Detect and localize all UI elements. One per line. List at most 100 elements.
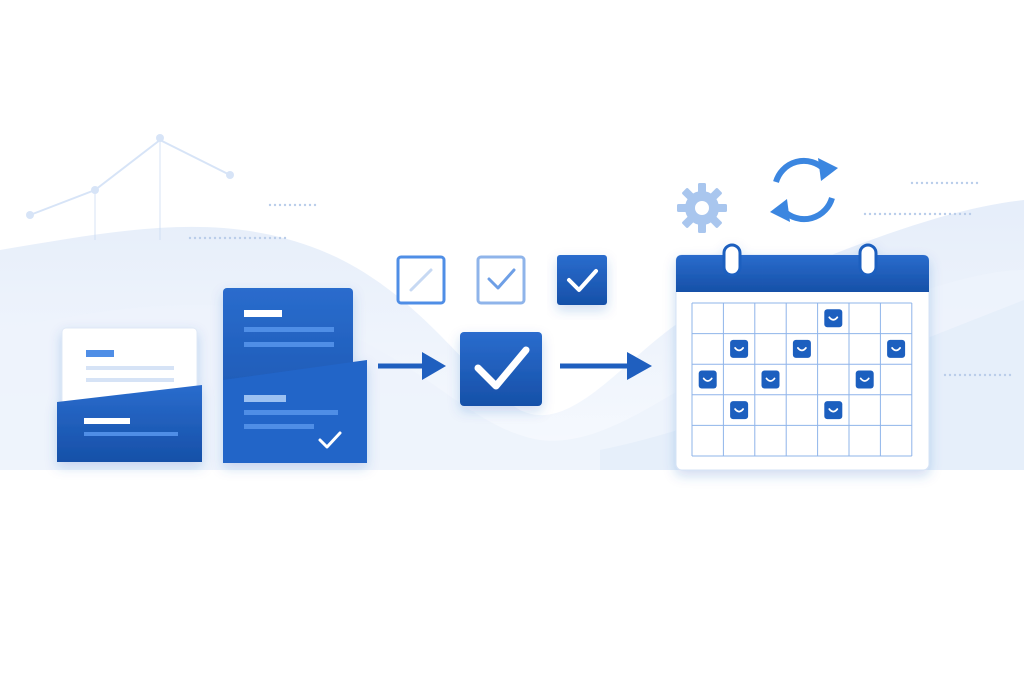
calendar-grid bbox=[691, 302, 913, 457]
decor-dot bbox=[973, 373, 977, 377]
decor-dot bbox=[925, 181, 929, 185]
decor-dot bbox=[273, 203, 277, 207]
decor-dot bbox=[268, 236, 272, 240]
decor-dot bbox=[943, 212, 947, 216]
decor-dot bbox=[888, 212, 892, 216]
gear-tooth bbox=[717, 204, 727, 212]
calendar-event-badge bbox=[730, 401, 749, 420]
decor-dot bbox=[963, 212, 967, 216]
decor-dot bbox=[313, 203, 317, 207]
decor-dot bbox=[910, 181, 914, 185]
decor-dot bbox=[268, 203, 272, 207]
decor-dot bbox=[893, 212, 897, 216]
calendar-ring-left bbox=[722, 243, 742, 277]
decor-dot bbox=[228, 236, 232, 240]
decor-dot bbox=[953, 212, 957, 216]
decor-dot bbox=[948, 212, 952, 216]
decor-dot bbox=[970, 181, 974, 185]
checkbox-checked-icon bbox=[557, 255, 607, 305]
decor-dot bbox=[253, 236, 257, 240]
document-stack-left bbox=[57, 327, 202, 462]
decor-dot bbox=[303, 203, 307, 207]
decor-dot bbox=[293, 203, 297, 207]
dotted-decorations bbox=[188, 181, 1012, 377]
calendar-icon bbox=[675, 243, 930, 471]
decor-dot bbox=[978, 373, 982, 377]
decor-dot bbox=[938, 212, 942, 216]
decor-dot bbox=[193, 236, 197, 240]
decor-dot bbox=[248, 236, 252, 240]
decor-dot bbox=[913, 212, 917, 216]
decor-dot bbox=[883, 212, 887, 216]
decor-dot bbox=[218, 236, 222, 240]
decor-dot bbox=[878, 212, 882, 216]
calendar-event-badge bbox=[824, 309, 843, 328]
checkbox-checked-light-icon bbox=[476, 255, 526, 305]
calendar-event-badge bbox=[824, 401, 843, 420]
gear-tooth bbox=[682, 188, 694, 200]
gear-tooth bbox=[682, 216, 694, 228]
decor-dot bbox=[238, 236, 242, 240]
decor-dot bbox=[920, 181, 924, 185]
doc-check-icon bbox=[318, 431, 342, 449]
calendar-event-badge bbox=[887, 339, 906, 358]
decor-dot bbox=[223, 236, 227, 240]
decor-dot bbox=[288, 203, 292, 207]
arrow-right-icon bbox=[378, 352, 446, 380]
decor-dot bbox=[958, 212, 962, 216]
decor-dot bbox=[258, 236, 262, 240]
decor-dot bbox=[203, 236, 207, 240]
gear-tooth bbox=[677, 204, 687, 212]
check-icon bbox=[460, 332, 542, 406]
decor-dot bbox=[968, 373, 972, 377]
gear-tooth bbox=[698, 183, 706, 193]
decor-dot bbox=[960, 181, 964, 185]
decor-dot bbox=[943, 373, 947, 377]
sync-icon bbox=[770, 157, 838, 223]
decor-dot bbox=[908, 212, 912, 216]
decor-dot bbox=[968, 212, 972, 216]
decor-dot bbox=[263, 236, 267, 240]
decor-dot bbox=[950, 181, 954, 185]
decor-dot bbox=[298, 203, 302, 207]
background-line-chart bbox=[26, 134, 234, 240]
decor-dot bbox=[273, 236, 277, 240]
decor-dot bbox=[208, 236, 212, 240]
decor-dot bbox=[873, 212, 877, 216]
decor-dot bbox=[243, 236, 247, 240]
decor-dot bbox=[923, 212, 927, 216]
decor-dot bbox=[928, 212, 932, 216]
calendar-event-badge bbox=[855, 370, 874, 389]
decor-dot bbox=[863, 212, 867, 216]
gear-icon bbox=[677, 183, 727, 233]
calendar-event-badge bbox=[730, 339, 749, 358]
gear-tooth bbox=[710, 216, 722, 228]
gear-tooth bbox=[698, 223, 706, 233]
decor-dot bbox=[983, 373, 987, 377]
arrow-right-icon-2 bbox=[560, 352, 652, 380]
decor-dot bbox=[278, 203, 282, 207]
decor-dot bbox=[935, 181, 939, 185]
decor-dot bbox=[988, 373, 992, 377]
decor-dot bbox=[998, 373, 1002, 377]
decor-dot bbox=[930, 181, 934, 185]
decor-dot bbox=[933, 212, 937, 216]
decor-dot bbox=[283, 203, 287, 207]
calendar-ring-right bbox=[858, 243, 878, 277]
decor-dot bbox=[898, 212, 902, 216]
calendar-event-badge bbox=[792, 339, 811, 358]
decor-dot bbox=[993, 373, 997, 377]
decor-dot bbox=[945, 181, 949, 185]
decor-dot bbox=[868, 212, 872, 216]
document-stack-right bbox=[223, 288, 367, 463]
decor-dot bbox=[308, 203, 312, 207]
decor-dot bbox=[965, 181, 969, 185]
decor-dot bbox=[1008, 373, 1012, 377]
decor-dot bbox=[948, 373, 952, 377]
decor-dot bbox=[915, 181, 919, 185]
decor-dot bbox=[918, 212, 922, 216]
decor-dot bbox=[188, 236, 192, 240]
decor-dot bbox=[283, 236, 287, 240]
decor-dot bbox=[233, 236, 237, 240]
